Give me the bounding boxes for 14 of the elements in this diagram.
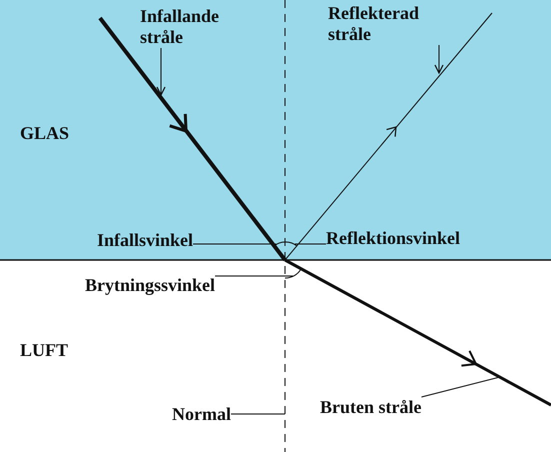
region-label: GLAS [20,123,70,144]
leader-line [156,48,166,96]
ray-label: Reflekterad stråle [328,3,440,45]
region-label: LUFT [20,340,68,361]
angle-arc [274,242,286,246]
angle-label: Infallsvinkel [97,230,194,251]
ray-label: Bruten stråle [320,397,422,418]
ray-label: Infallande stråle [140,6,245,48]
angle-label: Brytningssvinkel [85,275,216,296]
angle-label: Reflektionsvinkel [326,228,460,249]
leader-line [420,376,500,398]
line-label: Normal [172,404,231,425]
normal-line [284,0,286,452]
leader-line [434,44,444,74]
